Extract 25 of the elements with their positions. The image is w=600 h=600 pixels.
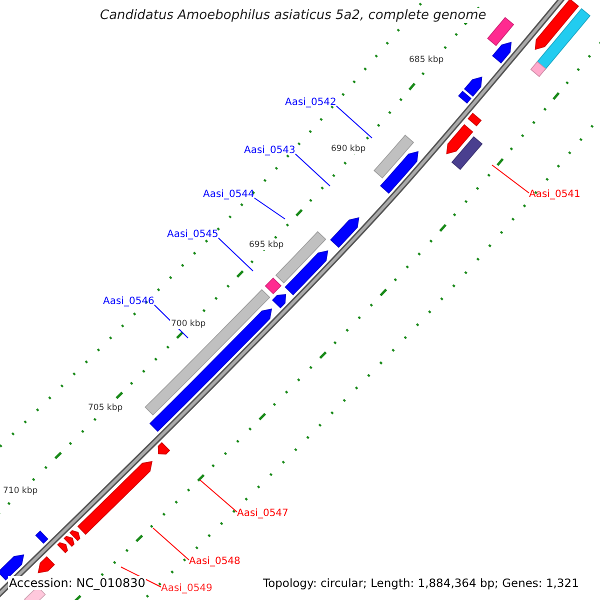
leader-line: [294, 154, 330, 186]
tick-label: 695 kbp: [248, 240, 285, 250]
accession-text: Accession: NC_010830: [8, 576, 146, 590]
gene-label: Aasi_0541: [529, 189, 580, 200]
gene-label: Aasi_0547: [237, 508, 288, 519]
leader-line: [336, 106, 372, 138]
gene-label: Aasi_0545: [167, 229, 218, 240]
gene-label: Aasi_0544: [203, 189, 254, 200]
tick-label: 705 kbp: [87, 403, 124, 413]
leader-line: [200, 480, 238, 512]
tick-label: 700 kbp: [170, 319, 207, 329]
tick-label: 690 kbp: [330, 144, 367, 154]
gene-label: Aasi_0548: [189, 556, 240, 567]
title: Candidatus Amoebophilus asiaticus 5a2, complete genome: [98, 8, 488, 23]
gene-label: Aasi_0542: [285, 97, 336, 108]
gene-label: Aasi_0543: [244, 145, 296, 156]
gene-label: Aasi_0549: [161, 583, 212, 594]
leader-line: [492, 164, 530, 194]
tick-label: 685 kbp: [408, 55, 445, 65]
gene-label: Aasi_0546: [103, 296, 154, 307]
leader-line: [152, 528, 190, 560]
genome-info-text: Topology: circular; Length: 1,884,364 bp; Genes: 1,321: [262, 576, 580, 590]
leader-line: [120, 566, 162, 588]
leader-line: [254, 198, 286, 220]
tick-label: 710 kbp: [2, 486, 39, 496]
